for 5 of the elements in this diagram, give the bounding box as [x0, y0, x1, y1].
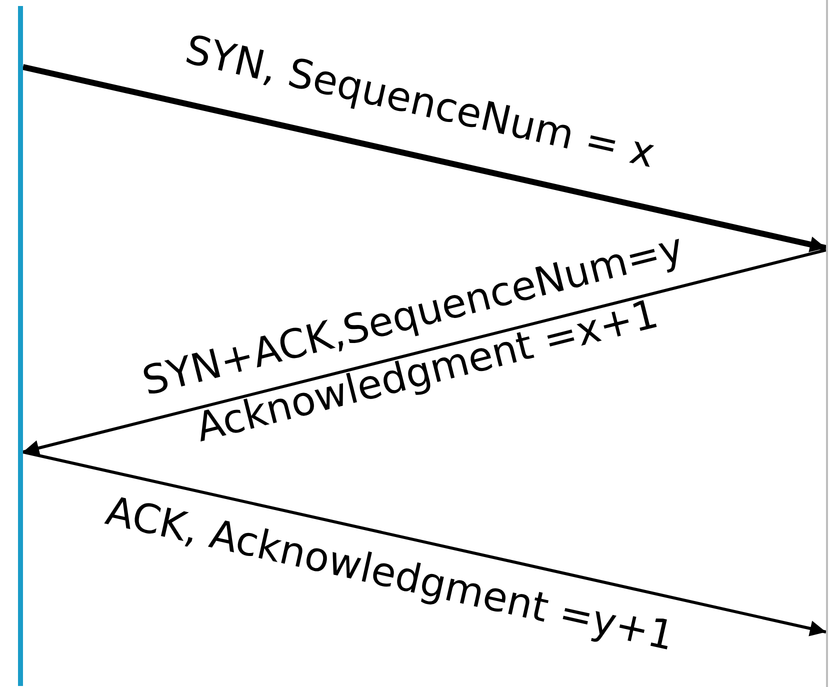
arrow	[22, 64, 827, 252]
arrow	[22, 450, 826, 636]
lifeline	[826, 0, 828, 687]
arrow	[22, 248, 826, 456]
lifeline	[18, 6, 23, 686]
